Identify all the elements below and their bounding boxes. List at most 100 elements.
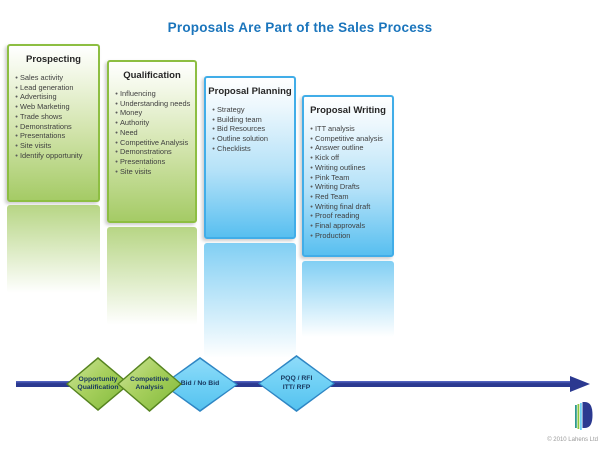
bullet-dot-icon: •: [310, 201, 313, 211]
bullet-item: •Money: [113, 108, 192, 118]
bullet-item: •Production: [308, 231, 389, 241]
bullet-text: Trade shows: [20, 111, 63, 121]
bullet-dot-icon: •: [212, 143, 215, 153]
bullet-dot-icon: •: [212, 105, 215, 114]
company-logo-icon: [575, 402, 593, 430]
milestone-label: Bid / No Bid: [180, 380, 220, 388]
bullet-dot-icon: •: [15, 131, 18, 141]
bullet-text: Demonstrations: [120, 147, 172, 157]
bullet-dot-icon: •: [15, 121, 18, 131]
bullet-item: •Pink Team: [308, 173, 389, 183]
box-reflection: [302, 261, 394, 337]
milestone-competitive-analysis: Competitive Analysis: [117, 356, 182, 412]
bullet-text: Building team: [217, 114, 262, 124]
stage-box-bullet-list: •Influencing•Understanding needs•Money•A…: [109, 89, 195, 176]
bullet-item: •Building team: [210, 115, 291, 125]
stage-box-bullet-list: •Sales activity•Lead generation•Advertis…: [9, 73, 98, 160]
bullet-item: •ITT analysis: [308, 124, 389, 134]
bullet-text: Site visits: [120, 166, 152, 176]
bullet-item: •Red Team: [308, 192, 389, 202]
bullet-item: •Influencing: [113, 89, 192, 99]
bullet-item: •Understanding needs: [113, 99, 192, 109]
box-reflection: [107, 227, 197, 325]
bullet-text: Presentations: [120, 156, 166, 166]
bullet-item: •Demonstrations: [13, 122, 95, 132]
copyright-text: © 2010 Lahens Ltd: [547, 437, 598, 443]
bullet-dot-icon: •: [15, 111, 18, 121]
milestone-label: Competitive Analysis: [130, 375, 169, 391]
bullet-dot-icon: •: [310, 182, 313, 192]
bullet-item: •Answer outline: [308, 143, 389, 153]
bullet-text: Writing Drafts: [315, 182, 360, 192]
bullet-item: •Writing Drafts: [308, 182, 389, 192]
bullet-text: Authority: [120, 118, 150, 128]
bullet-dot-icon: •: [212, 114, 215, 124]
bullet-dot-icon: •: [115, 147, 118, 157]
bullet-text: Competitive Analysis: [120, 137, 189, 147]
stage-box-title: Qualification: [123, 70, 181, 81]
bullet-text: Red Team: [315, 191, 349, 201]
bullet-dot-icon: •: [15, 102, 18, 112]
bullet-item: •Web Marketing: [13, 102, 95, 112]
bullet-text: Checklists: [217, 143, 251, 153]
bullet-text: Lead generation: [20, 82, 74, 92]
bullet-dot-icon: •: [212, 134, 215, 144]
bullet-text: Influencing: [120, 89, 156, 98]
bullet-text: Writing outlines: [315, 162, 366, 172]
stage-box-title: Prospecting: [26, 54, 81, 65]
bullet-text: Competitive analysis: [315, 133, 383, 143]
bullet-text: Bid Resources: [217, 124, 266, 134]
bullet-text: Site visits: [20, 140, 52, 150]
bullet-item: •Site visits: [113, 167, 192, 177]
bullet-dot-icon: •: [115, 108, 118, 118]
bullet-dot-icon: •: [310, 191, 313, 201]
milestone-label: PQQ / RFI ITT/ RFP: [280, 375, 313, 391]
bullet-item: •Writing outlines: [308, 163, 389, 173]
bullet-text: Advertising: [20, 92, 57, 102]
bullet-dot-icon: •: [15, 73, 18, 82]
box-reflection: [204, 243, 296, 358]
bullet-dot-icon: •: [115, 118, 118, 128]
bullet-text: ITT analysis: [315, 124, 355, 133]
bullet-item: •Proof reading: [308, 211, 389, 221]
stage-box-proposal-writing: Proposal Writing •ITT analysis•Competiti…: [302, 95, 394, 257]
stage-box-proposal-planning: Proposal Planning •Strategy•Building tea…: [204, 76, 296, 239]
bullet-item: •Competitive analysis: [308, 134, 389, 144]
bullet-item: •Final approvals: [308, 221, 389, 231]
bullet-text: Proof reading: [315, 211, 360, 221]
bullet-text: Final approvals: [315, 221, 366, 231]
timeline-arrow-head-icon: [570, 376, 590, 392]
bullet-item: •Demonstrations: [113, 147, 192, 157]
bullet-dot-icon: •: [310, 153, 313, 163]
bullet-text: Presentations: [20, 131, 66, 141]
bullet-text: Money: [120, 108, 143, 118]
bullet-item: •Authority: [113, 118, 192, 128]
bullet-dot-icon: •: [115, 127, 118, 137]
page-title: Proposals Are Part of the Sales Process: [167, 20, 433, 35]
bullet-item: •Advertising: [13, 92, 95, 102]
stage-box-prospecting: Prospecting •Sales activity•Lead generat…: [7, 44, 100, 202]
bullet-dot-icon: •: [310, 172, 313, 182]
bullet-item: •Identify opportunity: [13, 151, 95, 161]
bullet-dot-icon: •: [115, 137, 118, 147]
bullet-dot-icon: •: [310, 221, 313, 231]
box-reflection: [7, 205, 100, 293]
bullet-text: Web Marketing: [20, 102, 70, 112]
milestone-pqq-rfi-itt-rfp: PQQ / RFI ITT/ RFP: [258, 355, 335, 412]
bullet-text: Demonstrations: [20, 121, 72, 131]
bullet-item: •Need: [113, 128, 192, 138]
bullet-text: Outline solution: [217, 134, 268, 144]
bullet-dot-icon: •: [115, 89, 118, 98]
bullet-item: •Bid Resources: [210, 124, 291, 134]
stage-box-bullet-list: •ITT analysis•Competitive analysis•Answe…: [304, 124, 392, 240]
bullet-dot-icon: •: [310, 133, 313, 143]
bullet-item: •Writing final draft: [308, 202, 389, 212]
bullet-item: •Outline solution: [210, 134, 291, 144]
bullet-item: •Competitive Analysis: [113, 138, 192, 148]
stage-box-title: Proposal Planning: [208, 86, 292, 97]
bullet-dot-icon: •: [310, 211, 313, 221]
bullet-dot-icon: •: [115, 166, 118, 176]
bullet-dot-icon: •: [15, 92, 18, 102]
bullet-text: Kick off: [315, 153, 340, 163]
